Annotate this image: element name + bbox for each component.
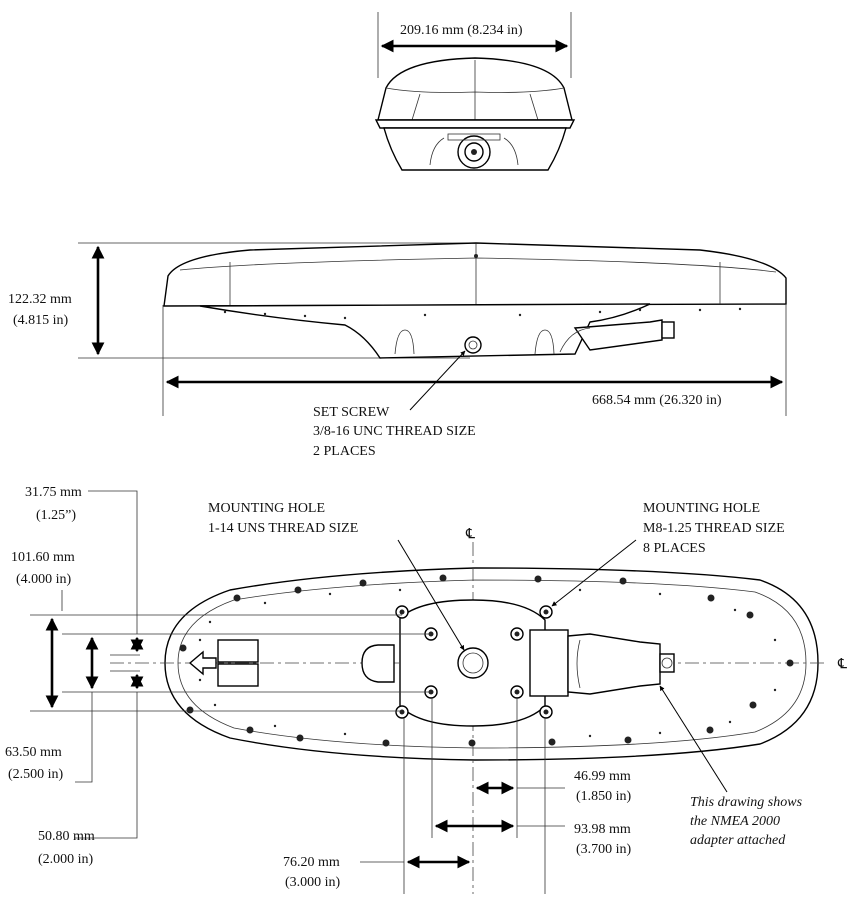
- dim-50-in: (2.000 in): [38, 852, 94, 867]
- mount-hole-left-leader: [397, 539, 465, 651]
- dim-63-mm: 63.50 mm: [5, 745, 62, 760]
- center-mounting-hole: [457, 647, 489, 679]
- mount-hole-left-line-1: MOUNTING HOLE: [208, 501, 325, 516]
- m8-mounting-holes: [395, 605, 553, 719]
- note-line-2: the NMEA 2000: [690, 814, 780, 829]
- front-view: 209.16 mm (8.234 in): [374, 12, 576, 171]
- mount-hole-right-line-1: MOUNTING HOLE: [643, 501, 760, 516]
- set-screw-leader: [409, 350, 466, 411]
- mount-hole-right-line-3: 8 PLACES: [643, 541, 706, 556]
- centerline-symbol-right: ℄: [837, 657, 847, 672]
- dim-93-in: (3.700 in): [576, 842, 632, 857]
- side-height-mm: 122.32 mm: [8, 292, 72, 307]
- label-plate: [217, 639, 259, 663]
- dim-46-mm: 46.99 mm: [574, 769, 631, 784]
- dim-76-mm: 76.20 mm: [283, 855, 340, 870]
- forward-arrow-icon: [188, 650, 217, 676]
- note-line-3: adapter attached: [690, 833, 786, 848]
- dim-31-in: (1.25”): [36, 508, 76, 523]
- dim-76-in: (3.000 in): [285, 875, 341, 890]
- adapter-block: [529, 629, 569, 697]
- front-width-label: 209.16 mm (8.234 in): [400, 23, 523, 38]
- dim-46-in: (1.850 in): [576, 789, 632, 804]
- small-vent-dots: [198, 588, 777, 738]
- side-set-screw: [464, 336, 482, 354]
- nmea-adapter: [567, 633, 661, 695]
- perimeter-holes: [179, 574, 794, 747]
- centerline-symbol-top: ℄: [465, 527, 475, 542]
- side-underside: [199, 303, 651, 359]
- dim-101-mm: 101.60 mm: [11, 550, 75, 565]
- mount-hole-right-line-2: M8-1.25 THREAD SIZE: [643, 521, 785, 536]
- mount-hole-left-line-2: 1-14 UNS THREAD SIZE: [208, 521, 358, 536]
- dim-93-mm: 93.98 mm: [574, 822, 631, 837]
- bottom-view: ℄ ℄: [5, 485, 847, 894]
- dim-31-mm: 31.75 mm: [25, 485, 82, 500]
- side-height-in: (4.815 in): [13, 313, 69, 328]
- dim-101-in: (4.000 in): [16, 572, 72, 587]
- side-length-label: 668.54 mm (26.320 in): [592, 393, 722, 408]
- set-screw-line-3: 2 PLACES: [313, 444, 376, 459]
- mount-hole-right-leader: [551, 539, 637, 607]
- side-view: 122.32 mm (4.815 in) 668.54 mm (26.320 i…: [8, 242, 787, 459]
- dim-63-in: (2.500 in): [8, 767, 64, 782]
- note-line-1: This drawing shows: [690, 795, 803, 810]
- dim-50-mm: 50.80 mm: [38, 829, 95, 844]
- set-screw-line-2: 3/8-16 UNC THREAD SIZE: [313, 424, 476, 439]
- side-shell: [163, 242, 787, 307]
- adapter-note-leader: [659, 685, 728, 793]
- set-screw-line-1: SET SCREW: [313, 405, 390, 420]
